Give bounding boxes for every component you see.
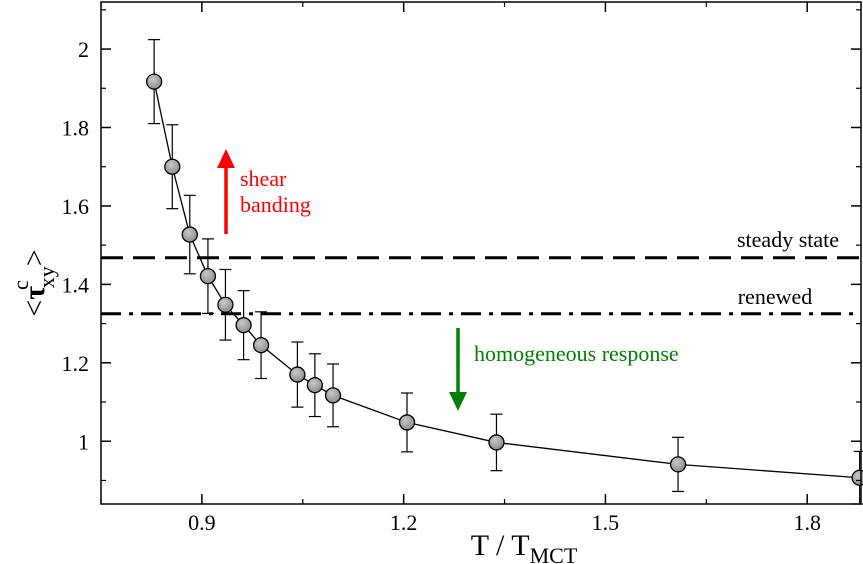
svg-text:<τcxy>: <τcxy> xyxy=(8,249,59,316)
data-point xyxy=(199,238,217,314)
y-tick-label: 1 xyxy=(78,429,89,454)
x-tick-label: 1.2 xyxy=(390,510,418,535)
data-marker xyxy=(199,267,217,285)
data-marker xyxy=(181,226,198,243)
data-point xyxy=(252,311,270,380)
data-point xyxy=(669,436,687,493)
data-point xyxy=(181,194,198,275)
data-marker xyxy=(252,337,270,354)
data-marker xyxy=(217,296,234,313)
x-axis-title: T / TMCT xyxy=(471,529,578,564)
y-tick-label: 1.6 xyxy=(62,194,90,219)
x-tick-label: 1.8 xyxy=(793,510,821,535)
data-marker xyxy=(145,73,163,90)
data-point xyxy=(164,124,181,210)
data-point xyxy=(306,353,324,418)
data-point xyxy=(217,268,234,341)
data-point xyxy=(145,39,163,125)
data-marker xyxy=(669,456,687,473)
x-tick-label: 1.5 xyxy=(592,510,620,535)
y-tick-label: 1.2 xyxy=(62,351,90,376)
up-arrowhead-icon xyxy=(217,149,235,168)
data-marker xyxy=(324,387,342,404)
data-marker xyxy=(164,158,181,175)
data-point xyxy=(235,290,252,361)
plot-frame xyxy=(100,1,862,505)
data-point xyxy=(324,363,342,428)
data-marker xyxy=(289,366,306,383)
data-point xyxy=(398,392,416,453)
series-line xyxy=(153,81,860,479)
homogeneous-response-annotation: homogeneous response xyxy=(449,328,679,411)
down-arrowhead-icon xyxy=(449,392,467,411)
data-point xyxy=(289,341,306,408)
data-marker xyxy=(398,414,416,431)
homogeneous-response-label: homogeneous response xyxy=(474,341,679,366)
y-axis-title: <τcxy> xyxy=(8,249,59,316)
shear-label: shear xyxy=(240,166,287,191)
data-marker xyxy=(306,377,324,394)
y-tick-label: 1.8 xyxy=(62,116,90,141)
banding-label: banding xyxy=(240,192,311,217)
steady-state-label: steady state xyxy=(737,227,839,252)
x-tick-label: 0.9 xyxy=(188,510,216,535)
y-tick-label: 1.4 xyxy=(62,272,90,297)
shear-banding-annotation: shear banding xyxy=(217,149,311,234)
y-tick-label: 2 xyxy=(78,37,89,62)
data-marker xyxy=(235,317,252,334)
data-marker xyxy=(488,434,505,451)
data-point xyxy=(488,413,505,472)
renewed-label: renewed xyxy=(738,284,813,309)
